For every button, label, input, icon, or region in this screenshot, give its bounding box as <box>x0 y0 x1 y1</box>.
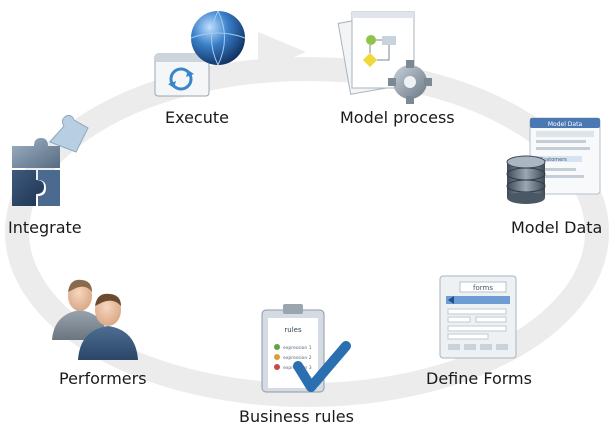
rule-expression-2: expression 2 <box>283 355 312 361</box>
database-panel-icon: Model Data Customers <box>506 117 601 204</box>
rules-clipboard-title: rules <box>284 326 302 334</box>
step-label-execute: Execute <box>165 108 229 127</box>
step-label-define-forms: Define Forms <box>426 369 532 388</box>
form-window-icon: forms <box>439 275 517 359</box>
puzzle-pieces-icon <box>12 115 89 206</box>
step-label-model-data: Model Data <box>511 218 602 237</box>
globe-browser-sync-icon <box>154 10 246 97</box>
cycle-arrow <box>5 32 609 407</box>
step-label-model-process: Model process <box>340 108 455 127</box>
rule-expression-1: expression 1 <box>283 345 312 351</box>
flowchart-gear-icon <box>337 11 432 104</box>
clipboard-checkmark-icon: rules expression 1 expression 2 expressi… <box>261 304 351 393</box>
step-label-business-rules: Business rules <box>239 407 354 426</box>
step-label-integrate: Integrate <box>8 218 82 237</box>
forms-window-title: forms <box>473 284 493 292</box>
step-labels: Execute Model process Model Data Define … <box>8 108 602 426</box>
model-data-panel-header: Model Data <box>548 121 583 128</box>
step-label-performers: Performers <box>59 369 147 388</box>
users-icon <box>52 279 138 360</box>
model-data-panel-item: Customers <box>540 157 567 163</box>
